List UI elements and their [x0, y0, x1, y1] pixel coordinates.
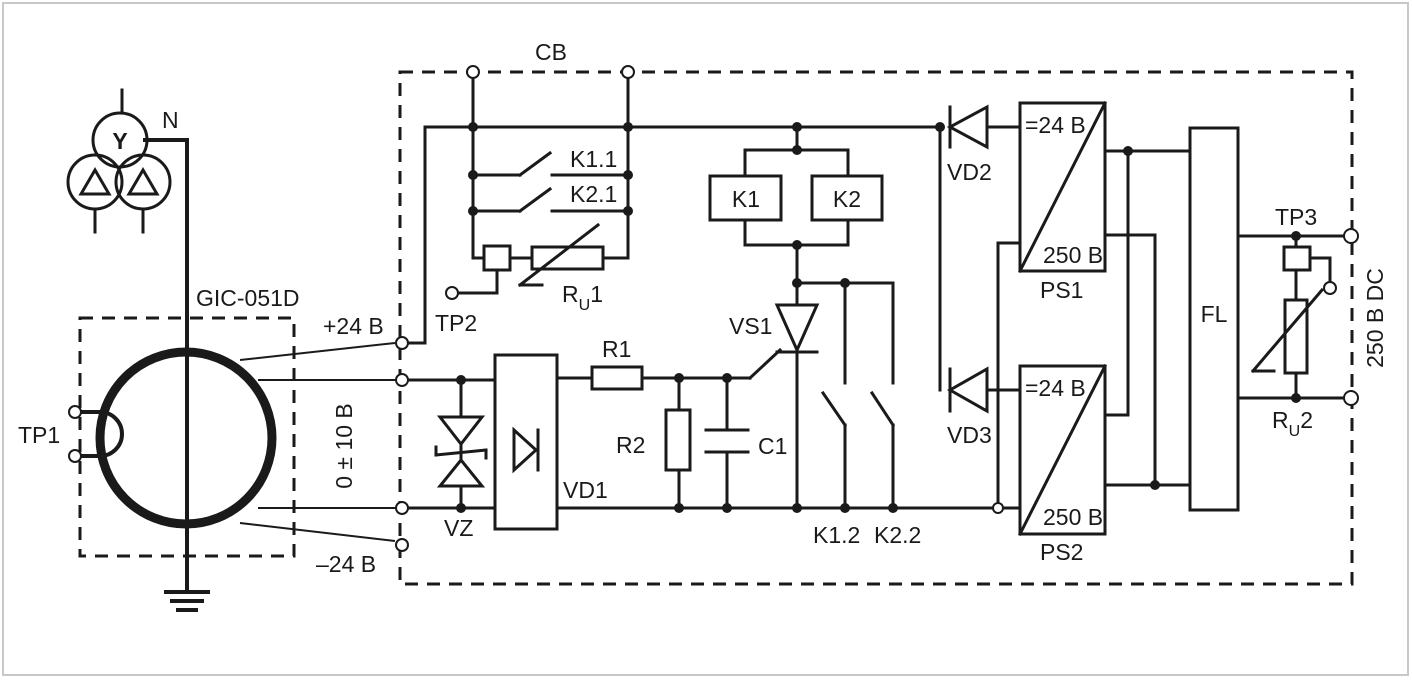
ps2-label: PS2	[1040, 539, 1083, 565]
neutral-label: N	[162, 107, 179, 133]
sensor-ring	[95, 347, 277, 529]
filter-fl	[1188, 126, 1240, 512]
diode-vd3	[946, 366, 989, 414]
capacitor-c1	[704, 428, 750, 454]
transformer-symbol	[66, 88, 172, 234]
ru1-sensor-box	[482, 244, 512, 272]
relay-k2	[810, 174, 884, 222]
k11-label: K1.1	[570, 146, 617, 172]
diode-vd2	[946, 104, 989, 150]
tp1-loop	[73, 410, 124, 458]
neutral-conductor	[143, 138, 189, 592]
ps2-input-label: =24 B	[1025, 375, 1086, 401]
power-supply-ps1	[1017, 100, 1108, 274]
thyristor-vs1	[774, 303, 820, 354]
suppressor-vz	[434, 415, 488, 488]
ps1-label: PS1	[1040, 277, 1083, 303]
vs1-label: VS1	[729, 313, 772, 339]
k12-label: K1.2	[813, 522, 860, 548]
tp1-label: TP1	[18, 422, 60, 448]
c1-label: C1	[758, 433, 787, 459]
k21-label: K2.1	[570, 181, 617, 207]
cb-enclosure	[398, 70, 1354, 586]
junctions	[456, 122, 1301, 513]
rectifier-vd1	[493, 353, 559, 531]
terminals	[395, 65, 1359, 552]
gic-label: GIC-051D	[196, 285, 300, 311]
range-label: 0 ± 10 B	[331, 403, 357, 489]
relay-k1	[708, 174, 783, 222]
plus24-label: +24 B	[323, 313, 384, 339]
ps2-output-label: 250 B	[1043, 504, 1103, 530]
power-supply-ps2	[1017, 363, 1108, 537]
k2-label: K2	[833, 186, 861, 212]
tp2-label: TP2	[435, 310, 477, 336]
r2-label: R2	[616, 432, 645, 458]
ru2-label: RU2	[1272, 407, 1313, 440]
fl-label: FL	[1201, 301, 1228, 327]
ps1-input-label: =24 B	[1025, 112, 1086, 138]
tp1-terminal-top	[68, 405, 82, 419]
r1-label: R1	[602, 336, 631, 362]
wire-minus24	[239, 522, 396, 542]
k1-label: K1	[732, 186, 760, 212]
wire-plus24	[239, 342, 396, 361]
vd1-label: VD1	[563, 477, 608, 503]
vz-label: VZ	[444, 515, 473, 541]
vd3-label: VD3	[947, 422, 992, 448]
varistor-ru2	[1250, 287, 1325, 375]
cb-label: CB	[535, 39, 567, 65]
ru1-label: RU1	[562, 281, 603, 314]
minus24-label: –24 B	[316, 551, 376, 577]
varistor-ru1	[517, 222, 605, 288]
ground-icon	[164, 590, 210, 612]
dc-output-label: 250 B DC	[1362, 268, 1388, 368]
transformer-y-label: Y	[112, 128, 127, 154]
k22-label: K2.2	[874, 522, 921, 548]
ps1-output-label: 250 B	[1043, 242, 1103, 268]
resistor-r1	[590, 365, 644, 391]
ru2-sensor-box	[1282, 245, 1312, 272]
tp3-label: TP3	[1275, 204, 1317, 230]
tp1-terminal-bottom	[68, 449, 82, 463]
vd2-label: VD2	[947, 159, 992, 185]
resistor-r2	[664, 408, 692, 472]
